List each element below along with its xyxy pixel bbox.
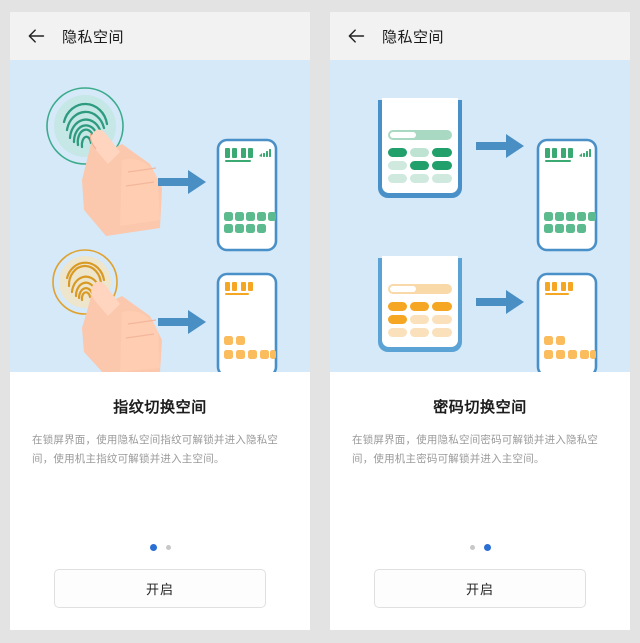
keypad-green-icon	[378, 98, 462, 198]
phone-green-icons-top	[536, 138, 598, 252]
page-dot-2[interactable]	[165, 544, 171, 550]
phone-orange-icons-bottom	[536, 272, 598, 372]
illustration-svg	[330, 60, 630, 372]
panel-fingerprint: 隐私空间	[10, 12, 310, 630]
card-title: 密码切换空间	[433, 399, 527, 416]
page-title: 隐私空间	[382, 28, 445, 46]
hand-pointing-icon-bottom	[82, 281, 162, 372]
page-dot-1[interactable]	[469, 544, 475, 550]
card-description: 在锁屏界面，使用隐私空间密码可解锁并进入隐私空间，使用机主密码可解锁并进入主空间…	[352, 434, 599, 466]
enable-button[interactable]: 开启	[54, 569, 266, 608]
arrow-right-icon-bottom	[476, 290, 524, 314]
arrow-left-icon[interactable]	[26, 26, 46, 46]
card-description: 在锁屏界面，使用隐私空间指纹可解锁并进入隐私空间，使用机主指纹可解锁并进入主空间…	[32, 434, 279, 466]
password-switch-illustration	[330, 60, 630, 372]
arrow-right-icon-top	[158, 170, 206, 194]
bottom-area: 开启	[330, 543, 630, 630]
panel-password: 隐私空间	[330, 12, 630, 630]
page-indicator	[10, 543, 310, 551]
bottom-area: 开启	[10, 543, 310, 630]
arrow-right-icon-top	[476, 134, 524, 158]
phone-orange-icons-bottom	[216, 272, 278, 372]
page-dot-2[interactable]	[483, 543, 491, 551]
page-title: 隐私空间	[62, 28, 125, 46]
hand-pointing-icon	[82, 129, 162, 236]
card-title: 指纹切换空间	[113, 399, 207, 416]
fingerprint-switch-illustration	[10, 60, 310, 372]
arrow-right-icon-bottom	[158, 310, 206, 334]
keypad-orange-icon	[378, 256, 462, 352]
illustration-svg	[10, 60, 310, 372]
app-header: 隐私空间	[10, 12, 310, 60]
arrow-left-icon[interactable]	[346, 26, 366, 46]
enable-button[interactable]: 开启	[374, 569, 586, 608]
page-indicator	[330, 543, 630, 551]
text-block: 密码切换空间 在锁屏界面，使用隐私空间密码可解锁并进入隐私空间，使用机主密码可解…	[330, 372, 630, 470]
page-dot-1[interactable]	[149, 543, 157, 551]
phone-green-icons-top	[216, 138, 278, 252]
app-header: 隐私空间	[330, 12, 630, 60]
text-block: 指纹切换空间 在锁屏界面，使用隐私空间指纹可解锁并进入隐私空间，使用机主指纹可解…	[10, 372, 310, 470]
